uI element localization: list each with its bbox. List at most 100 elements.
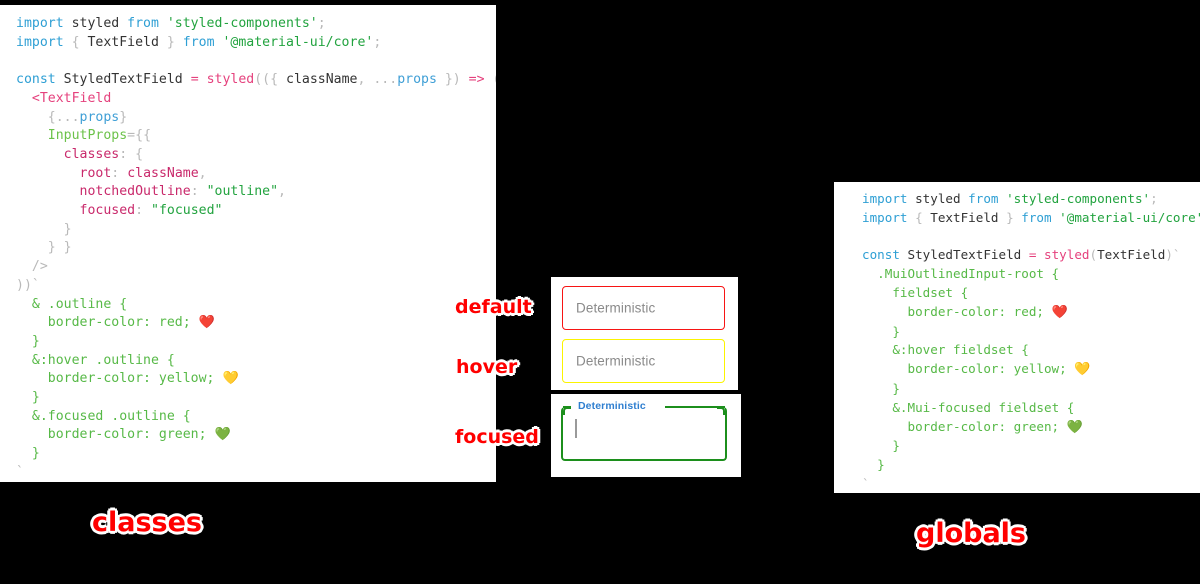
- code-token: StyledTextField: [907, 247, 1029, 263]
- code-token: className: [127, 165, 199, 181]
- code-token: 💚: [1066, 419, 1083, 435]
- code-token: border-color: red;: [907, 303, 1052, 319]
- code-token: [862, 457, 877, 472]
- code-token: }: [31, 333, 40, 349]
- code-token: [16, 184, 80, 199]
- code-token: :: [135, 203, 151, 219]
- code-line: &.focused .outline {: [16, 408, 496, 427]
- code-token: `: [16, 464, 24, 480]
- code-token: fieldset {: [892, 284, 969, 300]
- code-line: }: [862, 437, 1200, 456]
- code-token: [16, 259, 32, 274]
- code-line: import { TextField } from '@material-ui/…: [862, 209, 1200, 228]
- code-token: ,: [357, 72, 374, 88]
- code-token: ;: [317, 16, 326, 31]
- notch-corner-right-icon: [717, 407, 725, 415]
- code-line: border-color: green; 💚: [862, 418, 1200, 438]
- demo-panel-focused: Deterministic: [551, 394, 741, 477]
- code-token: [16, 147, 64, 162]
- code-token: }: [63, 221, 72, 237]
- code-token: [16, 166, 80, 181]
- code-token: 'styled-components': [166, 16, 318, 31]
- code-token: styled: [1044, 247, 1090, 263]
- code-token: ❤️: [1051, 304, 1068, 320]
- code-token: 💛: [1074, 362, 1091, 378]
- code-line: `: [862, 475, 1200, 493]
- code-token: {: [135, 146, 144, 162]
- code-line: import { TextField } from '@material-ui/…: [16, 34, 496, 53]
- code-token: }): [436, 72, 461, 88]
- code-token: }: [119, 109, 128, 125]
- code-line: .MuiOutlinedInput-root {: [862, 265, 1200, 284]
- caption-globals: globals: [916, 518, 1027, 549]
- code-token: className: [286, 72, 358, 88]
- code-token: :: [119, 146, 136, 162]
- code-token: import: [862, 209, 916, 225]
- code-token: [16, 240, 48, 255]
- annotation-focused: focused: [455, 426, 539, 448]
- code-token: InputProps: [47, 128, 128, 144]
- code-line: }: [16, 333, 496, 352]
- code-token: }: [166, 34, 183, 50]
- code-token: [862, 438, 892, 453]
- code-token: [862, 324, 892, 339]
- code-token: }: [31, 390, 40, 406]
- code-token: const: [16, 72, 64, 88]
- code-token: border-color: yellow;: [907, 361, 1075, 377]
- code-token: ...: [55, 109, 80, 125]
- annotation-hover: hover: [456, 356, 518, 378]
- code-token: [16, 334, 32, 349]
- code-token: 'styled-components': [1006, 191, 1151, 206]
- textfield-focused[interactable]: Deterministic: [561, 400, 727, 461]
- textfield-hover[interactable]: Deterministic: [562, 339, 725, 383]
- code-line: border-color: red; ❤️: [16, 314, 496, 333]
- notch-segment-right: [665, 406, 725, 408]
- code-token: [16, 203, 80, 218]
- code-token: }: [892, 323, 900, 339]
- code-line: focused: "focused": [16, 202, 496, 221]
- code-line: />: [16, 258, 496, 277]
- code-token: [16, 446, 32, 461]
- code-token: =: [190, 72, 207, 88]
- code-token: styled: [915, 191, 969, 206]
- code-line: }: [862, 380, 1200, 399]
- code-token: [862, 419, 908, 434]
- code-token: [16, 390, 32, 405]
- code-token: styled: [71, 16, 128, 31]
- code-token: [862, 361, 908, 376]
- code-token: &.Mui-focused fieldset {: [892, 399, 1075, 415]
- code-line: }: [16, 445, 496, 464]
- textfield-default[interactable]: Deterministic: [562, 286, 725, 330]
- code-token: [16, 128, 48, 143]
- code-token: }: [1006, 209, 1022, 225]
- code-token: from: [1021, 209, 1060, 225]
- textfield-hover-value: Deterministic: [576, 353, 656, 369]
- demo-panel-default-hover: Deterministic Deterministic: [551, 277, 738, 390]
- code-token: [862, 266, 877, 281]
- code-line: &:hover .outline {: [16, 352, 496, 371]
- caption-classes: classes: [92, 507, 203, 538]
- code-line: & .outline {: [16, 296, 496, 315]
- code-line: }: [862, 323, 1200, 342]
- code-token: {: [270, 72, 286, 88]
- code-token: import: [862, 191, 916, 206]
- code-token: ;: [1150, 191, 1158, 206]
- code-line: {...props}: [16, 109, 496, 128]
- code-token: 💛: [222, 371, 239, 387]
- code-token: />: [31, 259, 48, 275]
- code-token: ;: [373, 34, 382, 50]
- code-token: [862, 285, 892, 300]
- code-line: ))`: [16, 277, 496, 296]
- code-token: & .outline {: [31, 296, 128, 312]
- code-token: [16, 409, 32, 424]
- code-token: StyledTextField: [63, 72, 191, 88]
- code-token: TextField: [1097, 247, 1166, 263]
- code-line: InputProps={{: [16, 127, 496, 146]
- notch-corner-left-icon: [563, 407, 571, 415]
- code-token: ))`: [16, 277, 40, 293]
- code-token: [16, 110, 48, 125]
- code-token: import: [16, 34, 72, 50]
- code-token: =>: [460, 72, 493, 88]
- code-line: }: [16, 389, 496, 408]
- code-token: &:hover fieldset {: [892, 342, 1029, 358]
